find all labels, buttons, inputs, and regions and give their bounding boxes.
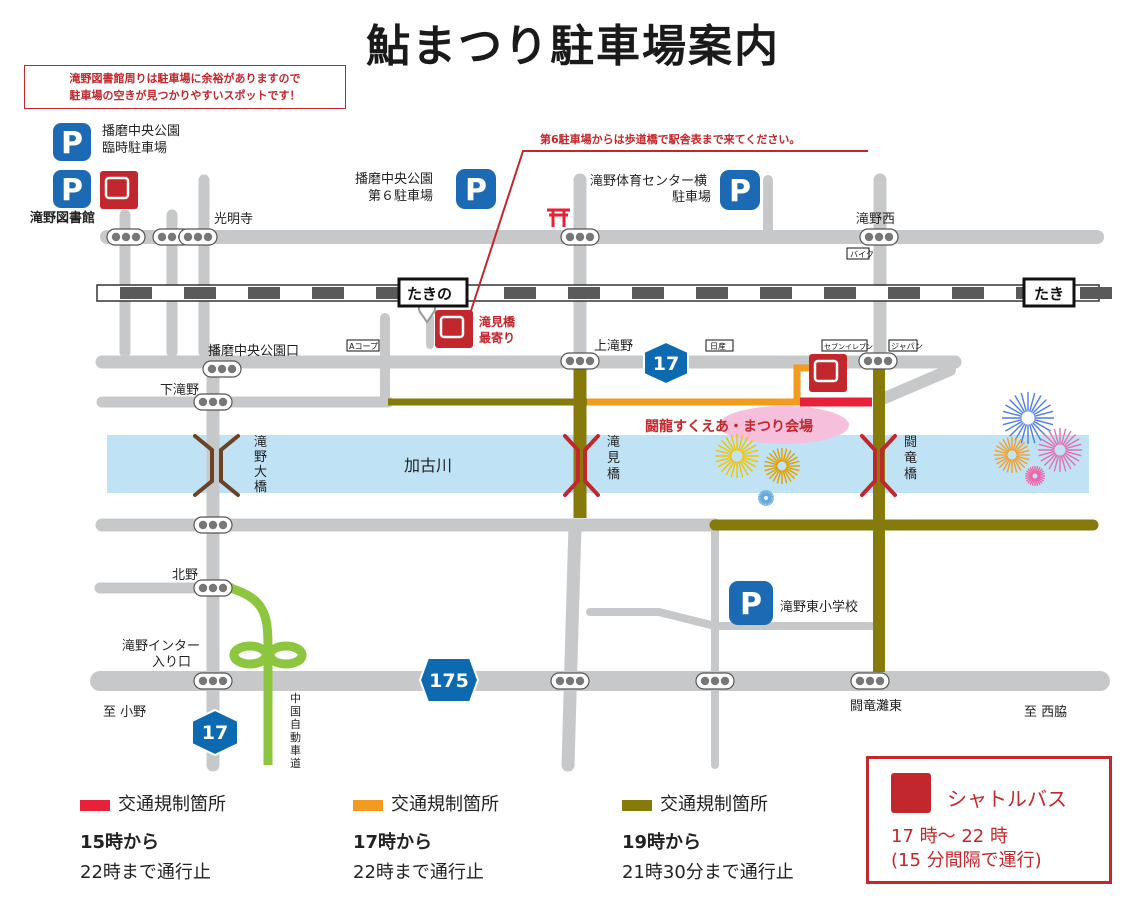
legend-orange-swatch xyxy=(353,799,383,811)
vertical-labels: 滝野大橋 滝見橋 闘竜橋 中国自動車道 xyxy=(254,435,917,770)
shuttle-box: シャトルバス 17 時～ 22 時 (15 分間隔で運行) xyxy=(866,756,1112,884)
shuttle-name: シャトルバス xyxy=(947,787,1067,811)
legend-olive-until: 21時30分まで通行止 xyxy=(622,862,794,883)
stations xyxy=(397,277,1076,308)
note-box: 滝野図書館周りは駐車場に余裕がありますので 駐車場の空きが見つかりやすいスポット… xyxy=(24,65,346,109)
svg-text:P: P xyxy=(61,126,83,161)
parking4-line2: 駐車場 xyxy=(672,190,711,205)
parking3-line2: 第６駐車場 xyxy=(368,189,433,204)
inter-line2: 入り口 xyxy=(152,655,191,670)
venue-highlight xyxy=(719,406,849,444)
shuttle-interval: (15 分間隔で運行) xyxy=(891,850,1042,871)
river-label: 加古川 xyxy=(404,456,452,475)
kamitakino-label: 上滝野 xyxy=(594,339,633,354)
legend-red-swatch xyxy=(80,799,110,811)
store-signs: バイク Aコープ 日産 セブンイレブン ジャパン xyxy=(346,247,923,352)
route-shields xyxy=(191,340,689,757)
touryubashi-label: 闘竜橋 xyxy=(904,435,917,482)
legend-red: 交通規制箇所 15時から 22時まで通行止 xyxy=(80,790,226,884)
legend-orange-until: 22時まで通行止 xyxy=(353,862,484,883)
parking1-line1: 播磨中央公園 xyxy=(102,124,180,139)
route175-label: 175 xyxy=(429,670,469,692)
inter-line1: 滝野インター xyxy=(122,639,200,654)
touryu-nadahigashi-label: 闘竜灘東 xyxy=(850,698,902,714)
legend-orange: 交通規制箇所 17時から 22時まで通行止 xyxy=(353,790,499,884)
japan-sign: ジャパン xyxy=(891,342,923,351)
expressway-line xyxy=(228,583,307,765)
route17-label: 17 xyxy=(653,353,679,375)
legend-olive-label: 交通規制箇所 xyxy=(660,794,768,815)
legend-red-until: 22時まで通行止 xyxy=(80,862,211,883)
torii-icon xyxy=(547,208,570,227)
parking1-line2: 臨時駐車場 xyxy=(102,141,167,156)
legend-red-label: 交通規制箇所 xyxy=(118,794,226,815)
chugoku-expwy-label: 中国自動車道 xyxy=(290,692,301,770)
station-takino: たきの xyxy=(407,285,452,303)
route17b-label: 17 xyxy=(202,722,228,744)
station-taki: たき xyxy=(1034,285,1064,303)
callout-text: 第6駐車場からは歩道橋で駅舎表まで来てください。 xyxy=(540,132,800,146)
kitano-label: 北野 xyxy=(172,568,198,583)
legend-olive-swatch xyxy=(622,799,652,811)
bus-icon xyxy=(891,773,931,813)
shuttle-time: 17 時～ 22 時 xyxy=(891,826,1008,847)
parking-icons: P P P P P xyxy=(53,123,773,625)
seven-sign: セブンイレブン xyxy=(824,342,873,351)
takimibashi-label: 滝見橋 xyxy=(607,435,620,482)
legend-red-time: 15時から xyxy=(80,832,160,853)
to-ono-label: 至 小野 xyxy=(103,705,146,720)
takimibashi-stop-line2: 最寄り xyxy=(479,330,515,345)
harima-kouen-guchi-label: 播磨中央公園口 xyxy=(208,344,299,359)
parking3-line1: 播磨中央公園 xyxy=(355,172,433,187)
legend-orange-label: 交通規制箇所 xyxy=(391,794,499,815)
bike-sign: バイク xyxy=(850,250,874,259)
svg-text:P: P xyxy=(740,587,762,622)
railway xyxy=(96,284,1112,302)
takinoohashi-label: 滝野大橋 xyxy=(254,435,267,495)
takimibashi-stop-line1: 滝見橋 xyxy=(479,314,516,329)
callout-line xyxy=(467,150,868,321)
legend-olive: 交通規制箇所 19時から 21時30分まで通行止 xyxy=(622,790,794,884)
page-title: 鮎まつり駐車場案内 xyxy=(366,21,780,72)
svg-text:P: P xyxy=(465,173,487,208)
regulated-roads xyxy=(388,362,1099,672)
legend-olive-time: 19時から xyxy=(622,832,702,853)
bridges xyxy=(193,434,897,497)
parking5-label: 滝野東小学校 xyxy=(780,599,858,615)
koumyoji-label: 光明寺 xyxy=(214,212,253,227)
acoop-sign: Aコープ xyxy=(349,342,378,351)
note-line2: 駐車場の空きが見つかりやすいスポットです！ xyxy=(69,89,301,102)
parking4-line1: 滝野体育センター横 xyxy=(590,173,707,189)
roads xyxy=(90,173,1110,772)
traffic-lights xyxy=(106,228,899,690)
parking2-label: 滝野図書館 xyxy=(30,210,95,226)
legend-orange-time: 17時から xyxy=(353,832,433,853)
to-nishiwaki-label: 至 西脇 xyxy=(1024,705,1067,720)
fireworks xyxy=(715,392,1082,506)
venue-label: 闘龍すくえあ・まつり会場 xyxy=(645,418,813,435)
kako-river xyxy=(107,435,1089,493)
note-line1: 滝野図書館周りは駐車場に余裕がありますので xyxy=(69,72,301,85)
svg-text:P: P xyxy=(729,174,751,209)
svg-text:P: P xyxy=(61,173,83,208)
takinonishi-label: 滝野西 xyxy=(856,212,895,227)
nissan-sign: 日産 xyxy=(710,341,726,351)
shimotakino-label: 下滝野 xyxy=(160,383,199,398)
